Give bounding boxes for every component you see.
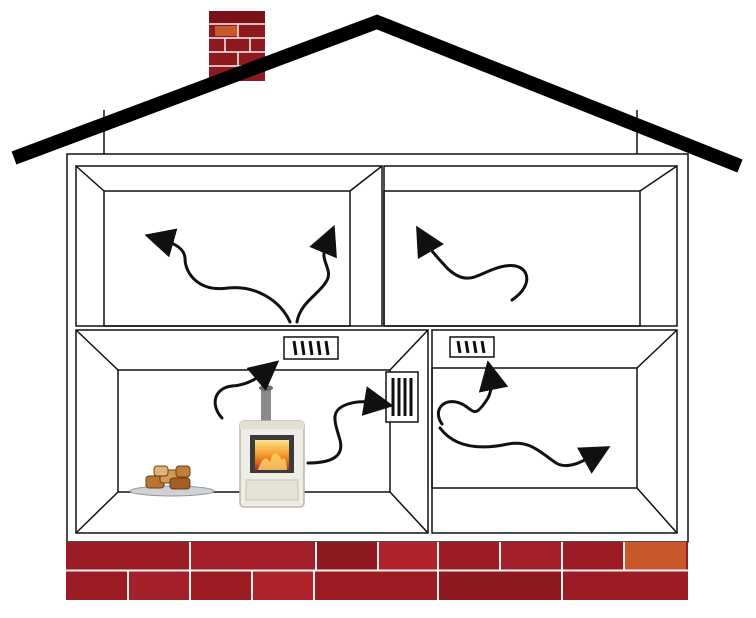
airflow-right-room-up <box>436 360 509 426</box>
airflow-right-room-across <box>438 426 611 474</box>
warm-air-arrow-icon <box>144 224 611 474</box>
brick-foundation <box>66 542 688 600</box>
roof <box>11 14 743 173</box>
lower-left-room <box>75 329 429 534</box>
upper-left-room <box>75 165 383 327</box>
upper-right-room <box>383 165 678 327</box>
ceiling-vent-left <box>283 336 339 360</box>
wood-stove-icon <box>239 385 305 508</box>
airflow-stove-to-vent <box>213 360 280 420</box>
wall-vent <box>385 371 419 423</box>
airflow-upper-left-b <box>295 224 337 324</box>
ceiling-vent-right <box>449 336 495 358</box>
airflow-upper-left-a <box>144 228 292 324</box>
lower-right-room <box>431 329 678 534</box>
firewood-basket-icon <box>129 465 215 497</box>
airflow-stove-to-wall-vent <box>306 386 394 465</box>
airflow-upper-right <box>416 225 529 302</box>
